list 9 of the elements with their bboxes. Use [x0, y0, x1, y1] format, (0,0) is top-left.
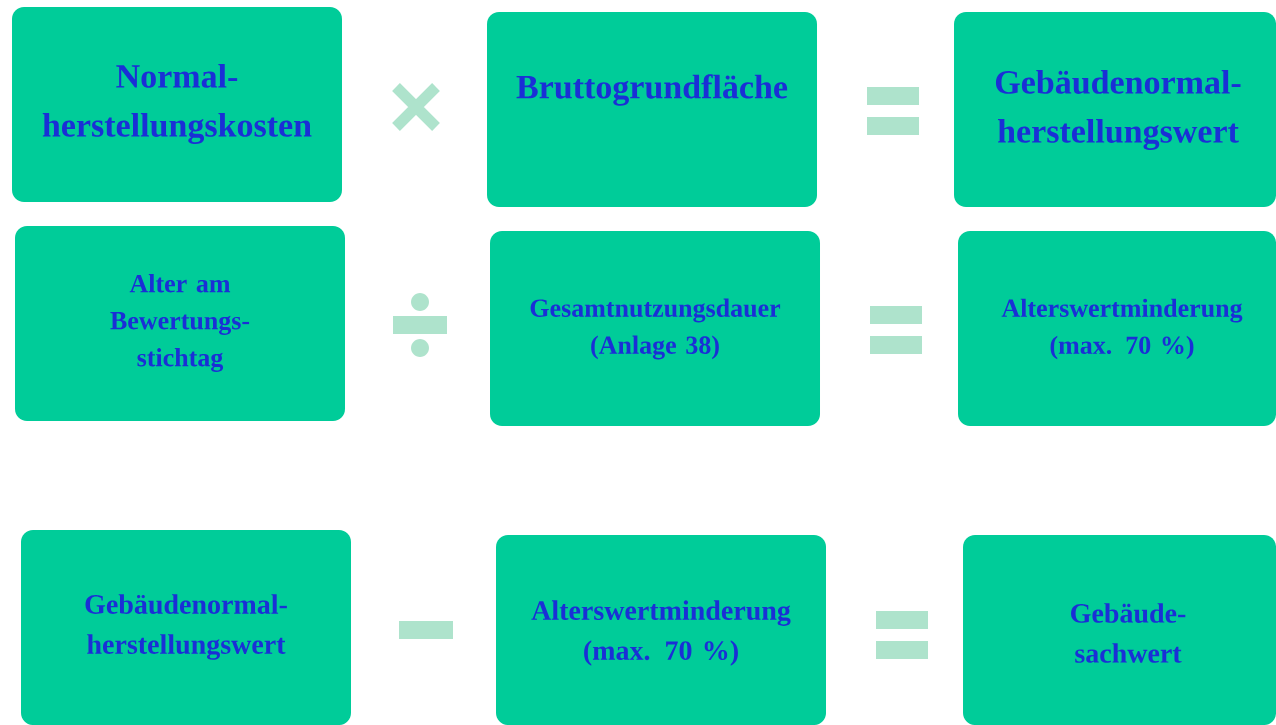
formula-box: Gebäude- sachwert: [963, 535, 1276, 725]
formula-box: Alterswertminderung (max. 70 %): [496, 535, 826, 725]
formula-box: Alterswertminderung (max. 70 %): [958, 231, 1276, 426]
formula-box: Alter am Bewertungs- stichtag: [15, 226, 345, 421]
formula-box: Gebäudenormal- herstellungswert: [954, 12, 1276, 207]
formula-box: Normal- herstellungskosten: [12, 7, 342, 202]
formula-box: Bruttogrundfläche: [487, 12, 817, 207]
formula-box: Gesamtnutzungsdauer (Anlage 38): [490, 231, 820, 426]
formula-box: Gebäudenormal- herstellungswert: [21, 530, 351, 725]
